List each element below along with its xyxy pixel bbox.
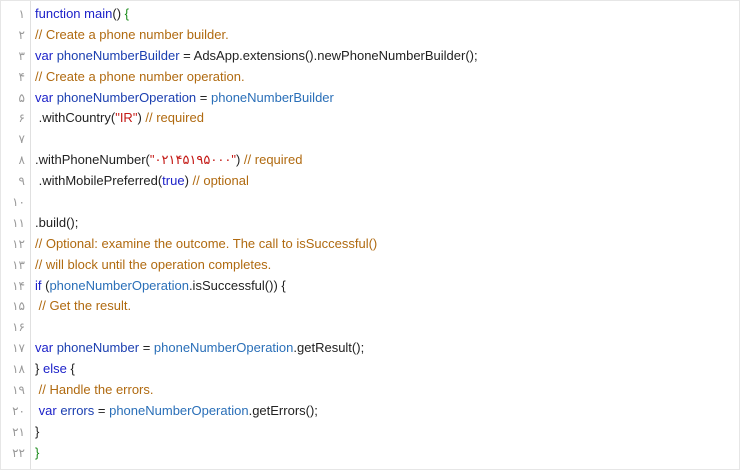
code-line[interactable]: var phoneNumberOperation = phoneNumberBu… [35,88,739,109]
code-token: .getErrors(); [248,402,318,418]
code-token: { [124,6,129,21]
code-token: if [35,277,42,293]
code-line[interactable]: } [35,443,739,464]
code-line[interactable]: // Optional: examine the outcome. The ca… [35,234,739,255]
line-number: ٧ [18,132,25,147]
code-token: } [35,444,40,460]
code-line[interactable]: // Create a phone number operation. [35,67,739,88]
line-number: ۶ [18,111,25,126]
code-line[interactable]: } [35,422,739,443]
code-token: // Create a phone number operation. [35,68,245,84]
line-number: ٩ [18,174,25,189]
code-line[interactable]: } else { [35,359,739,380]
code-token: true [162,173,185,189]
code-line[interactable]: var errors = phoneNumberOperation.getErr… [35,401,739,422]
code-token: = AdsApp.extensions().newPhoneNumberBuil… [179,47,478,63]
code-line[interactable]: // Create a phone number builder. [35,25,739,46]
line-number: ١٨ [12,362,25,377]
code-token: ( [41,277,50,293]
code-line[interactable]: // Get the result. [35,296,739,317]
code-token: function [35,6,81,21]
code-line[interactable]: .withCountry("IR") // required [35,108,739,129]
line-number: ١۶ [12,320,25,335]
code-token: errors [60,402,95,418]
code-token: ) [184,173,193,189]
code-line[interactable] [35,129,739,150]
code-token: // required [243,152,303,168]
line-number: ٢١ [12,424,25,439]
code-token: else [42,361,67,377]
code-token: = [139,340,154,356]
code-token: // Get the result. [35,298,132,314]
line-number: ١١ [12,215,25,230]
code-token: } [35,423,40,439]
code-token: { [66,361,75,377]
line-number: ١٧ [12,341,25,356]
code-line[interactable]: .withMobilePreferred(true) // optional [35,171,739,192]
code-line[interactable]: var phoneNumberBuilder = AdsApp.extensio… [35,46,739,67]
code-token: // Optional: examine the outcome. The ca… [35,235,378,251]
code-line[interactable]: var phoneNumber = phoneNumberOperation.g… [35,338,739,359]
code-token: = [196,89,211,105]
code-token: phoneNumberBuilder [211,89,334,105]
line-number: ١۴ [12,278,25,293]
line-number: ١٢ [12,236,25,251]
code-line[interactable]: function main() { [35,4,739,25]
code-token: phoneNumberOperation [109,402,249,418]
code-token: .getResult(); [293,340,365,356]
code-token: .withMobilePreferred( [35,173,163,189]
code-token: phoneNumberOperation [56,89,197,105]
code-token: // Handle the errors. [35,382,154,398]
code-token: var [35,89,54,105]
line-number: ۴ [18,69,25,84]
code-token: // will block until the operation comple… [35,256,272,272]
line-number: ٨ [18,153,25,168]
code-token: main [84,6,113,21]
code-token: () [112,6,125,21]
code-token: phoneNumber [56,340,140,356]
code-token: var [35,340,54,356]
code-token: "IR" [115,110,138,126]
code-line[interactable]: if (phoneNumberOperation.isSuccessful())… [35,276,739,297]
line-number: ١ [18,7,25,21]
code-line[interactable]: // Handle the errors. [35,380,739,401]
line-number: ٣ [18,48,25,63]
code-token: phoneNumberOperation [49,277,189,293]
code-token: // required [145,110,204,126]
code-token: var [38,402,57,418]
code-token: .build(); [35,214,79,230]
code-token: "٠٢١۴۵١٩۵٠٠٠" [149,152,236,168]
code-token: phoneNumberBuilder [56,47,180,63]
code-line[interactable]: .withPhoneNumber("٠٢١۴۵١٩۵٠٠٠") // requi… [35,150,739,171]
code-line[interactable]: .build(); [35,213,739,234]
line-number: ۵ [18,90,25,105]
code-line[interactable] [35,317,739,338]
code-token: ) [235,152,244,168]
line-number: ٢٠ [12,403,25,418]
code-token: .isSuccessful()) { [188,277,286,293]
line-number: ٢ [18,27,25,42]
code-token: = [94,402,110,418]
code-area[interactable]: function main() {// Create a phone numbe… [31,1,739,469]
code-token: ) [137,110,146,126]
code-token: .withPhoneNumber( [35,152,150,168]
line-number: ١۵ [12,299,25,314]
line-number: ١٠ [12,195,25,210]
code-token: .withCountry( [35,110,116,126]
code-token: // optional [192,173,249,189]
line-number: ٢٢ [12,445,25,460]
line-number: ١٩ [12,383,25,398]
code-line[interactable]: // will block until the operation comple… [35,255,739,276]
code-token: } [35,361,43,377]
code-token: // Create a phone number builder. [35,26,229,42]
code-token: var [35,47,54,63]
line-number: ١٣ [12,257,25,272]
code-token: phoneNumberOperation [153,340,294,356]
code-line[interactable] [35,192,739,213]
